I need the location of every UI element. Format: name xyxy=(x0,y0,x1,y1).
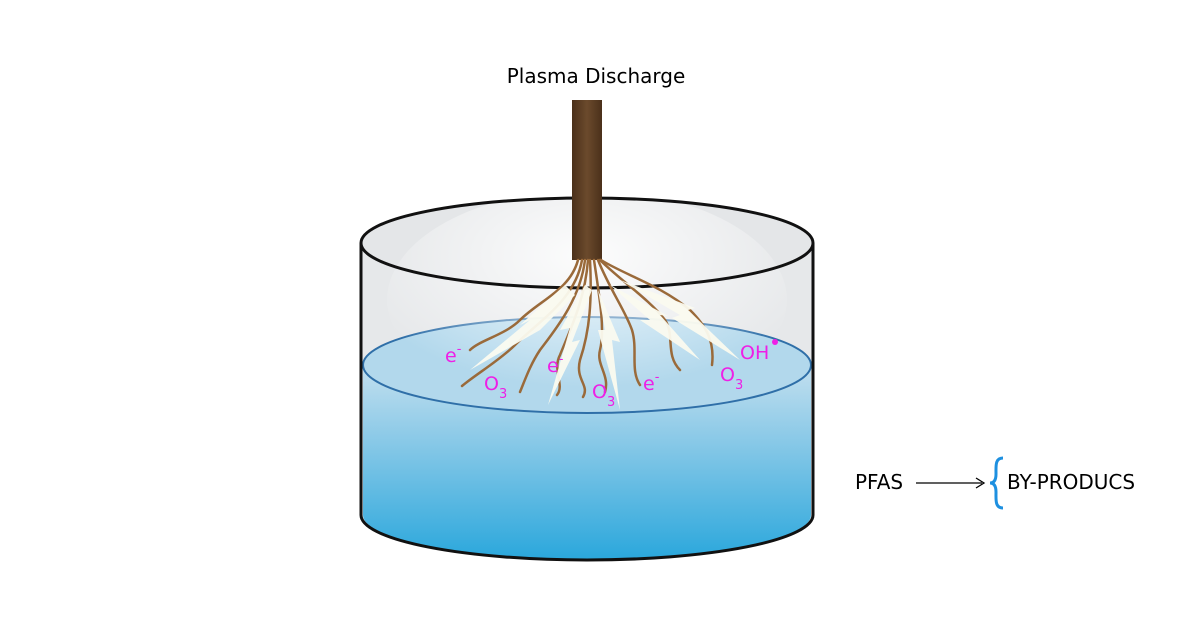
reaction-equation: PFAS BY-PRODUCS xyxy=(855,456,1135,510)
ozone-label: O3 xyxy=(720,364,743,393)
hydroxyl-label: OH xyxy=(740,342,769,364)
radical-dot xyxy=(772,339,778,345)
brace-icon xyxy=(989,456,1004,510)
arrow-icon xyxy=(975,477,986,489)
product-label: BY-PRODUCS xyxy=(1007,470,1135,494)
electron-label: e- xyxy=(445,342,462,367)
ozone-label: O3 xyxy=(484,373,507,402)
reactive-species: e- e- e- O3 O3 O3 OH xyxy=(445,339,778,410)
diagram-title: Plasma Discharge xyxy=(507,64,686,88)
tank-bottom xyxy=(359,514,815,562)
electron-label: e- xyxy=(547,352,564,377)
electron-label: e- xyxy=(643,370,660,395)
plasma-sparks xyxy=(470,280,740,410)
water-body xyxy=(363,365,811,560)
electrode xyxy=(572,100,602,260)
ozone-label: O3 xyxy=(592,381,615,410)
reactant-label: PFAS xyxy=(855,470,903,494)
